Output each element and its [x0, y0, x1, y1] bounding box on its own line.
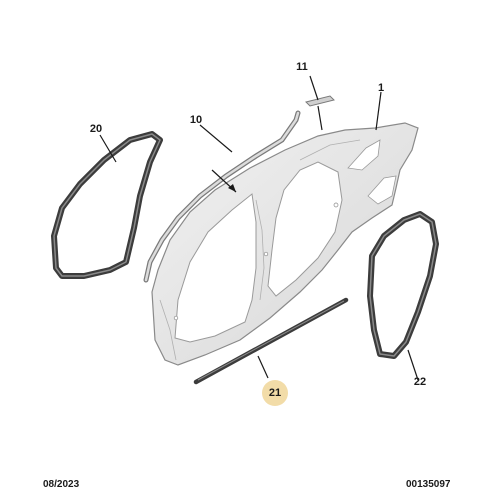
front-door-seal: [51, 131, 163, 279]
trim-clip: [305, 95, 335, 107]
leader-1: [375, 91, 382, 131]
sill-seal-strip: [193, 297, 349, 385]
body-side-panel: [151, 122, 419, 366]
leader-22: [407, 349, 419, 381]
leader-clip-to-rail: [317, 105, 323, 131]
leader-arrow-inner: [228, 184, 236, 192]
leader-11: [309, 75, 319, 101]
roof-rail-molding: [143, 110, 301, 283]
callout-22: 22: [413, 376, 427, 388]
footer-date: 08/2023: [43, 479, 80, 490]
callout-21: 21: [268, 387, 282, 399]
leader-21: [257, 355, 269, 379]
leader-10: [199, 124, 233, 153]
leader-20: [99, 134, 117, 163]
rear-door-seal: [367, 211, 439, 359]
callout-highlight: [262, 380, 288, 406]
leader-lines: [99, 75, 419, 381]
footer-reference: 00135097: [406, 479, 451, 490]
callout-11: 11: [296, 61, 308, 73]
callout-1: 1: [377, 82, 385, 94]
callout-20: 20: [89, 123, 103, 135]
callout-10: 10: [189, 114, 203, 126]
